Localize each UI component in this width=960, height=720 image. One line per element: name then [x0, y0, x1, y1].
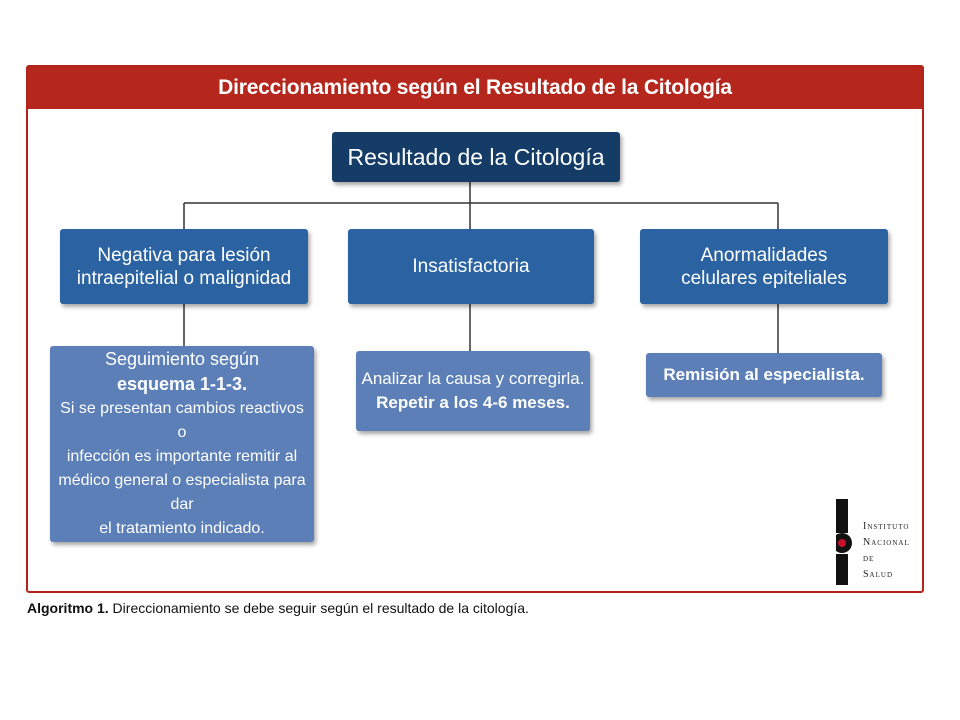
diagram-frame: Direccionamiento según el Resultado de l… [26, 65, 924, 593]
result-insatisfactoria-line1: Analizar la causa y corregirla. [361, 369, 585, 388]
result-anormalidades-line1: Remisión al especialista. [663, 365, 865, 384]
category-negative-line1: Negativa para lesión [97, 244, 271, 266]
result-anormalidades: Remisión al especialista. [646, 353, 882, 397]
result-negative-line3: Si se presentan cambios reactivos o [60, 400, 304, 441]
result-negative-line4: infección es importante remitir al [66, 448, 298, 465]
logo-line3: Salud [863, 569, 894, 580]
figure-caption: Algoritmo 1. Direccionamiento se debe se… [27, 600, 529, 616]
category-negative-line2: intraepitelial o malignidad [76, 267, 292, 289]
result-negative-line2: esquema 1-1-3. [116, 374, 248, 394]
result-insatisfactoria-line2: Repetir a los 4-6 meses. [376, 393, 570, 412]
category-anormalidades-line1: Anormalidades [700, 244, 828, 266]
result-negative-line5: médico general o especialista para dar [58, 472, 306, 513]
result-negative: Seguimiento según esquema 1-1-3. Si se p… [50, 346, 314, 542]
root-label: Resultado de la Citología [347, 143, 605, 170]
category-anormalidades-line2: celulares epiteliales [681, 267, 847, 289]
result-negative-line1: Seguimiento según [104, 349, 260, 369]
institute-logo-icon [836, 499, 852, 585]
logo-line1: Instituto [863, 521, 910, 532]
category-negative: Negativa para lesión intraepitelial o ma… [60, 229, 308, 304]
category-insatisfactoria-label: Insatisfactoria [412, 256, 530, 277]
category-anormalidades: Anormalidades celulares epiteliales [640, 229, 888, 304]
connector-lines [183, 182, 779, 353]
logo-line2: Nacional de [863, 537, 910, 564]
diagram-header: Direccionamiento según el Resultado de l… [28, 67, 922, 109]
diagram-title: Direccionamiento según el Resultado de l… [218, 76, 732, 99]
caption-text: Direccionamiento se debe seguir según el… [108, 600, 529, 616]
result-insatisfactoria: Analizar la causa y corregirla. Repetir … [356, 351, 590, 431]
category-insatisfactoria: Insatisfactoria [348, 229, 594, 304]
result-negative-line6: el tratamiento indicado. [99, 520, 265, 537]
root-node: Resultado de la Citología [332, 132, 620, 182]
institute-logo-text: Instituto Nacional de Salud [863, 519, 922, 583]
caption-label: Algoritmo 1. [27, 600, 109, 616]
